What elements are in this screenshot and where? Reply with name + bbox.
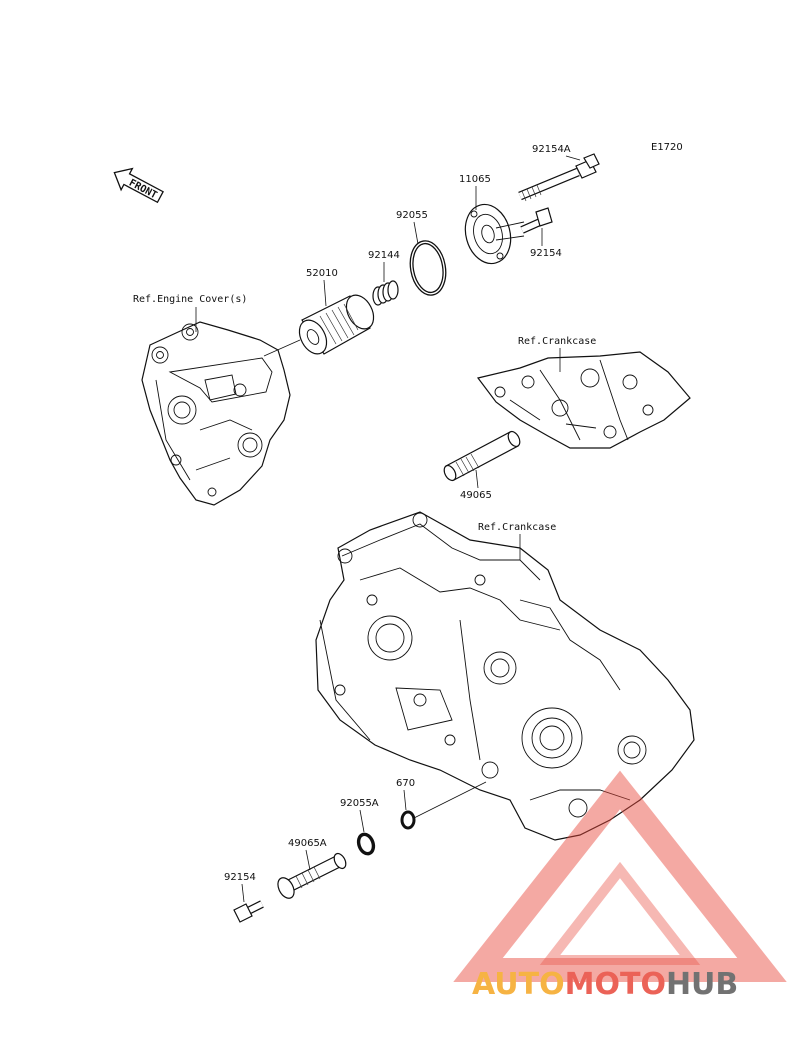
strainer-a-part [277, 852, 347, 899]
crankcase-upper-illustration [476, 351, 691, 449]
part-label-mid-oring: 92055A [340, 798, 379, 809]
large-oring-part [409, 240, 447, 296]
long-bolt-part [518, 153, 600, 202]
part-label-cover: 11065 [459, 174, 491, 185]
part-label-filter: 52010 [306, 268, 338, 279]
part-label-drain-bolt: 92154 [224, 872, 256, 883]
drain-bolt-part [233, 900, 264, 923]
spring-part [372, 280, 399, 306]
svg-text:AUTOMOTOHUB: AUTOMOTOHUB [472, 967, 738, 1002]
part-label-short-bolt: 92154 [530, 248, 562, 259]
part-label-spring: 92144 [368, 250, 400, 261]
small-oring-part [400, 810, 416, 830]
ref-crankcase-lower: Ref.Crankcase [478, 522, 556, 533]
mid-oring-part [356, 832, 376, 856]
automotohub-logo: AUTOMOTOHUB [453, 770, 787, 1002]
part-label-large-oring: 92055 [396, 210, 428, 221]
ref-engine-cover: Ref.Engine Cover(s) [133, 294, 247, 305]
filter-cover-part [464, 203, 525, 265]
watermark-moto: MOTO [565, 967, 666, 1002]
part-label-strainer: 49065 [460, 490, 492, 501]
watermark-auto: AUTO [472, 967, 565, 1002]
diagram-code: E1720 [651, 142, 683, 153]
part-label-small-oring: 670 [396, 778, 415, 789]
ref-crankcase-upper: Ref.Crankcase [518, 336, 596, 347]
oil-filter-part [298, 294, 375, 355]
crankcase-lower-illustration [315, 511, 695, 841]
engine-cover-illustration [141, 321, 291, 506]
front-arrow-icon: FRONT [113, 167, 164, 204]
part-label-long-bolt: 92154A [532, 144, 571, 155]
watermark-hub: HUB [666, 967, 738, 1002]
part-label-strainer-a: 49065A [288, 838, 327, 849]
strainer-part [443, 430, 521, 482]
short-bolt-part [520, 207, 553, 234]
